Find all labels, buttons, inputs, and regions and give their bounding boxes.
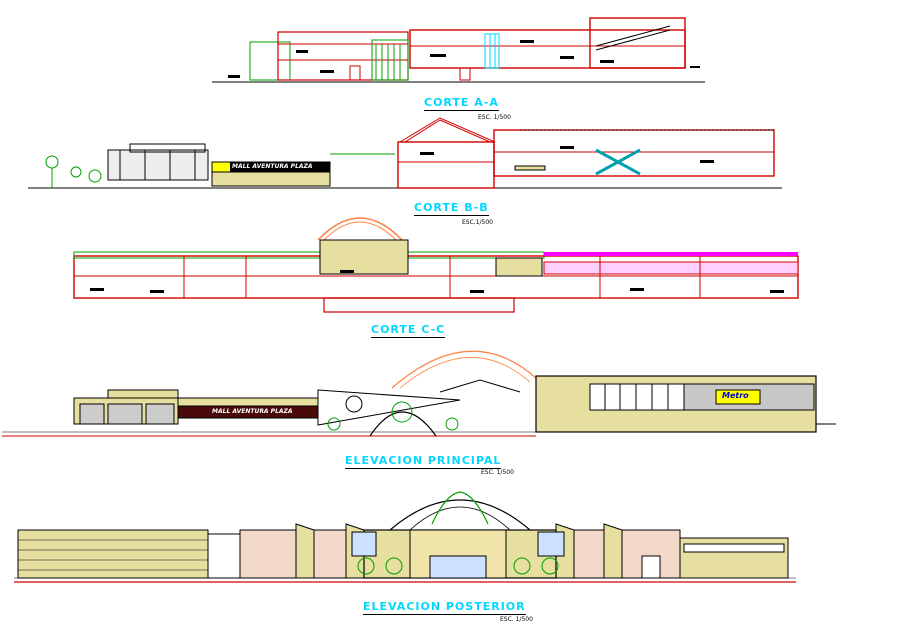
title-text: ELEVACION PRINCIPAL — [345, 454, 502, 467]
title-underline — [414, 215, 489, 216]
title-text: CORTE A-A — [424, 96, 499, 109]
title-underline — [345, 468, 502, 469]
mall-sign-front-elevation: MALL AVENTURA PLAZA — [212, 408, 293, 415]
drawing-title-corte-b-b: CORTE B-B — [414, 201, 489, 216]
title-text: ELEVACION POSTERIOR — [363, 600, 526, 613]
front-elevation — [2, 350, 836, 437]
section-c-c — [73, 217, 799, 313]
section-b-b — [28, 117, 782, 189]
drawing-title-corte-c-c: CORTE C-C — [371, 323, 446, 338]
rear-elevation — [14, 491, 796, 583]
scale-label-elevacion-principal: ESC. 1/500 — [481, 469, 514, 476]
scale-label-a-a: ESC. 1/500 — [478, 114, 511, 121]
metro-sign: Metro — [722, 391, 749, 400]
scale-label-elevacion-posterior: ESC. 1/500 — [500, 616, 533, 623]
section-a-a — [212, 17, 705, 83]
title-underline — [363, 614, 526, 615]
mall-sign-section-b: MALL AVENTURA PLAZA — [232, 163, 313, 170]
drawing-title-corte-a-a: CORTE A-A — [424, 96, 499, 111]
title-text: CORTE C-C — [371, 323, 446, 336]
title-underline — [424, 110, 499, 111]
title-underline — [371, 337, 446, 338]
drawing-title-elevacion-principal: ELEVACION PRINCIPAL — [345, 454, 502, 469]
drawing-title-elevacion-posterior: ELEVACION POSTERIOR — [363, 600, 526, 615]
scale-label-b-b: ESC.1/500 — [462, 219, 493, 226]
title-text: CORTE B-B — [414, 201, 489, 214]
